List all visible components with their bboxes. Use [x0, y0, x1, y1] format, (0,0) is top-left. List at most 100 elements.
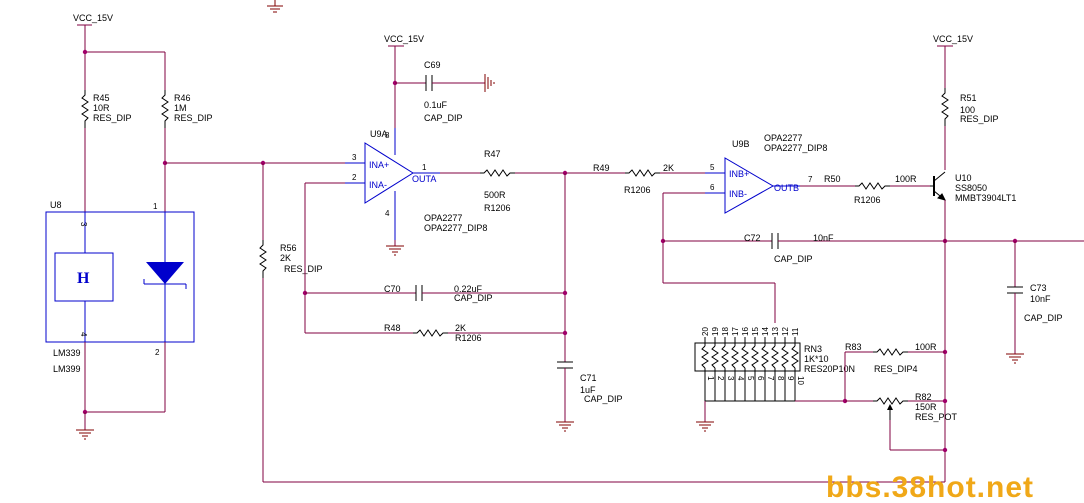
- U9A-pin-inp: INA+: [369, 160, 389, 170]
- ground-symbol-rn3: [696, 421, 714, 432]
- C72-footprint: CAP_DIP: [774, 254, 813, 264]
- rn3-pin-label: 19: [711, 327, 720, 336]
- transistor-U10: [930, 171, 946, 201]
- R56-footprint: RES_DIP: [284, 264, 323, 274]
- opamp-U9B: [705, 157, 800, 214]
- R51-ref: R51: [960, 93, 977, 103]
- R49-value: 2K: [663, 163, 674, 173]
- junction-dot: [82, 49, 88, 55]
- C70-footprint: CAP_DIP: [454, 293, 493, 303]
- ground-symbol-u9a: [386, 245, 404, 256]
- R46-footprint: RES_DIP: [174, 113, 213, 123]
- rn3-pin-label: 9: [786, 376, 795, 381]
- rn3-pin-label: 3: [726, 376, 735, 381]
- R51-value: 100: [960, 105, 975, 115]
- rn3-pin-label: 18: [721, 327, 730, 336]
- U9B-ref: U9B: [732, 139, 750, 149]
- capacitor-C71: [557, 361, 573, 369]
- rn3-pin-label: 4: [736, 376, 745, 381]
- rn3-pin-label: 6: [756, 376, 765, 381]
- capacitor-C73: [1007, 286, 1023, 294]
- U10-ref: U10: [955, 173, 972, 183]
- U9A-pin-4: 4: [385, 209, 390, 218]
- rn3-pin-label: 2: [716, 376, 725, 381]
- U9A-pin-3: 3: [352, 153, 357, 162]
- vcc-label-right: VCC_15V: [933, 34, 973, 44]
- capacitor-C70: [415, 285, 423, 301]
- capacitor-C72: [771, 233, 779, 249]
- RN3-top-pin-labels: 20 19 18 17 16 15 14 13 12 11: [701, 327, 800, 336]
- R48-ref: R48: [384, 323, 401, 333]
- U10-value: SS8050: [955, 183, 987, 193]
- R46-value: 1M: [174, 103, 187, 113]
- ground-symbol-top: [267, 0, 283, 13]
- ground-symbol-c69: [484, 74, 495, 92]
- C71-value: 1uF: [580, 385, 596, 395]
- RN3-footprint: RES20P10N: [804, 364, 855, 374]
- U8-value: LM339: [53, 348, 81, 358]
- junction-dot: [562, 290, 568, 296]
- resistor-R51: [941, 88, 949, 126]
- rn3-pin-label: 12: [781, 327, 790, 336]
- R45-value: 10R: [93, 103, 110, 113]
- junction-dot: [562, 330, 568, 336]
- C70-value: 0.22uF: [454, 284, 483, 294]
- vcc-bar-left: [77, 24, 166, 90]
- rn3-resistor-element: [701, 337, 709, 401]
- R48-value: 2K: [455, 323, 466, 333]
- R48-footprint: R1206: [455, 333, 482, 343]
- C71-ref: C71: [580, 373, 597, 383]
- rn3-pin-label: 8: [776, 376, 785, 381]
- RN3-bottom-pin-labels: 1 2 3 4 5 6 7 8 9 10: [706, 376, 805, 385]
- vcc-label-left: VCC_15V: [73, 13, 113, 23]
- U9B-pin-5: 5: [710, 163, 715, 172]
- rn3-pin-label: 10: [796, 376, 805, 385]
- rn3-resistor-element: [771, 337, 779, 401]
- R49-footprint: R1206: [624, 185, 651, 195]
- RN3-value: 1K*10: [804, 354, 829, 364]
- U8-pin-4: 4: [79, 332, 88, 337]
- U8-footprint: LM399: [53, 364, 81, 374]
- junction-dot: [942, 447, 948, 453]
- U9A-footprint: OPA2277_DIP8: [424, 223, 487, 233]
- R83-footprint: RES_DIP4: [874, 364, 918, 374]
- rn3-pin-label: 1: [706, 376, 715, 381]
- ground-symbol-left: [76, 429, 94, 440]
- R46-ref: R46: [174, 93, 191, 103]
- R82-ref: R82: [915, 392, 932, 402]
- potentiometer-R82: [873, 397, 945, 451]
- U9A-pin-8: 8: [385, 131, 390, 140]
- rn3-pin-label: 5: [746, 376, 755, 381]
- RN3-ref: RN3: [804, 344, 822, 354]
- U8-ref: U8: [50, 200, 62, 210]
- rn3-resistor-element: [751, 337, 759, 401]
- R50-footprint: R1206: [854, 195, 881, 205]
- R50-value: 100R: [895, 174, 917, 184]
- rn3-resistor-element: [731, 337, 739, 401]
- rn3-pin-label: 16: [741, 327, 750, 336]
- R50-ref: R50: [824, 174, 841, 184]
- junction-dot: [942, 398, 948, 404]
- rn3-pin-label: 15: [751, 327, 760, 336]
- resistor-R47: [480, 169, 515, 177]
- R47-value: 500R: [484, 190, 506, 200]
- R82-value: 150R: [915, 402, 937, 412]
- resistor-R49: [625, 169, 660, 177]
- ic-U8: [45, 211, 195, 343]
- U9A-pin-inn: INA-: [369, 180, 387, 190]
- resistor-R56: [259, 240, 267, 278]
- rn3-resistor-element: [721, 337, 729, 401]
- rn3-resistor-element: [781, 337, 789, 401]
- resistor-R83: [873, 348, 908, 356]
- R47-footprint: R1206: [484, 203, 511, 213]
- C72-ref: C72: [744, 233, 761, 243]
- U9B-pin-inn: INB-: [729, 189, 747, 199]
- U8-pin-2: 2: [155, 348, 160, 357]
- rn3-resistor-element: [761, 337, 769, 401]
- R56-ref: R56: [280, 243, 297, 253]
- vcc-label-mid: VCC_15V: [384, 34, 424, 44]
- capacitor-C69: [425, 75, 433, 91]
- C71-footprint: CAP_DIP: [584, 394, 623, 404]
- rn3-pin-label: 13: [771, 327, 780, 336]
- U9A-pin-1: 1: [422, 163, 427, 172]
